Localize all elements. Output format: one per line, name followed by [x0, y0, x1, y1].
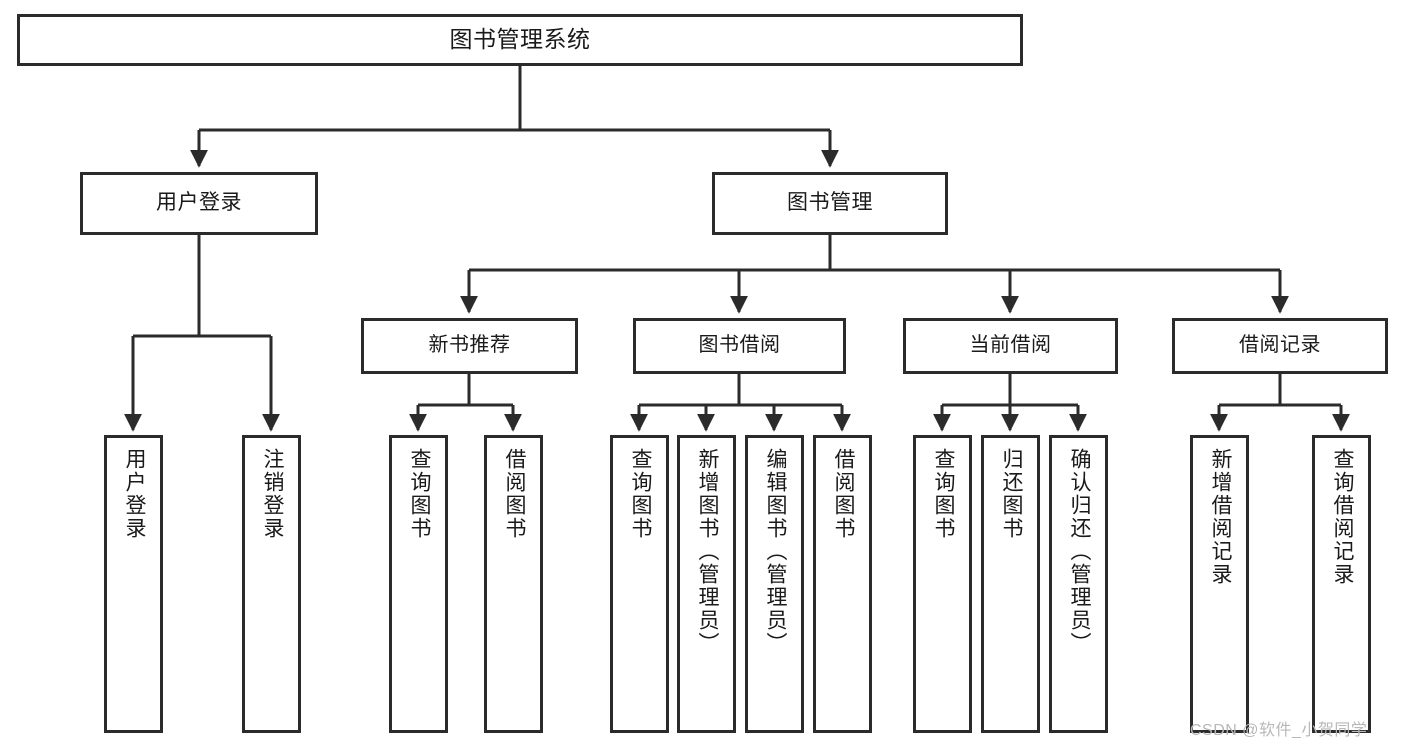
node-book-management[interactable]: 图书管理 [712, 172, 948, 235]
leaf-borrow-book[interactable]: 借阅图书 [813, 435, 872, 733]
node-label: 查询图书 [628, 448, 652, 540]
node-root-system[interactable]: 图书管理系统 [17, 14, 1023, 66]
leaf-add-book-admin[interactable]: 新增图书（管理员） [677, 435, 736, 733]
node-label: 注销登录 [260, 448, 284, 540]
leaf-logout-login[interactable]: 注销登录 [242, 435, 301, 733]
node-label: 用户登录 [156, 191, 242, 215]
node-label: 新增图书（管理员） [695, 448, 719, 655]
node-label: 编辑图书（管理员） [763, 448, 787, 655]
node-label: 查询图书 [931, 448, 955, 540]
leaf-query-book-borrow[interactable]: 查询图书 [610, 435, 669, 733]
node-book-borrow[interactable]: 图书借阅 [633, 318, 846, 374]
node-user-login[interactable]: 用户登录 [80, 172, 318, 235]
leaf-return-book[interactable]: 归还图书 [981, 435, 1040, 733]
leaf-query-book-recommend[interactable]: 查询图书 [389, 435, 448, 733]
leaf-query-book-current[interactable]: 查询图书 [913, 435, 972, 733]
node-label: 借阅记录 [1239, 334, 1321, 357]
leaf-confirm-return-admin[interactable]: 确认归还（管理员） [1049, 435, 1108, 733]
node-label: 借阅图书 [831, 448, 855, 540]
leaf-query-borrow-record[interactable]: 查询借阅记录 [1312, 435, 1371, 733]
node-label: 图书借阅 [698, 334, 781, 357]
node-label: 查询图书 [407, 448, 431, 540]
node-label: 确认归还（管理员） [1067, 448, 1091, 655]
node-label: 查询借阅记录 [1330, 448, 1354, 586]
node-borrow-record[interactable]: 借阅记录 [1172, 318, 1388, 374]
leaf-add-borrow-record[interactable]: 新增借阅记录 [1190, 435, 1249, 733]
node-label: 当前借阅 [969, 334, 1052, 357]
node-label: 图书管理系统 [449, 26, 591, 53]
leaf-edit-book-admin[interactable]: 编辑图书（管理员） [745, 435, 804, 733]
node-label: 新书推荐 [428, 334, 511, 357]
leaf-user-login[interactable]: 用户登录 [104, 435, 163, 733]
node-label: 借阅图书 [502, 448, 526, 540]
node-label: 用户登录 [122, 448, 146, 540]
leaf-borrow-book-recommend[interactable]: 借阅图书 [484, 435, 543, 733]
node-current-borrow[interactable]: 当前借阅 [903, 318, 1118, 374]
node-label: 图书管理 [787, 191, 873, 215]
node-new-book-recommend[interactable]: 新书推荐 [361, 318, 578, 374]
node-label: 新增借阅记录 [1208, 448, 1232, 586]
node-label: 归还图书 [999, 448, 1023, 540]
